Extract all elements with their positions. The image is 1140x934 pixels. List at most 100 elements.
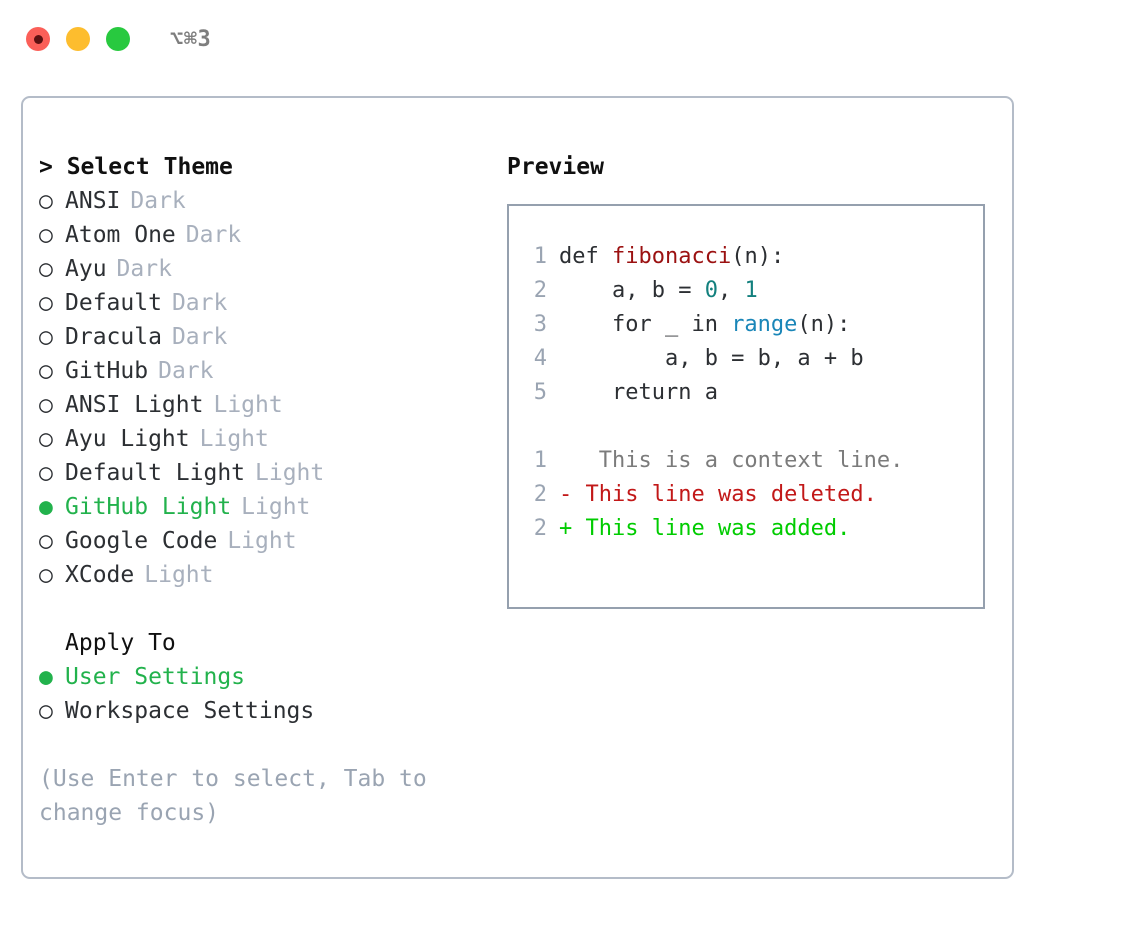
keyboard-hint-text: (Use Enter to select, Tab to change focu… <box>39 766 427 826</box>
theme-option-label: GitHub <box>65 358 149 384</box>
theme-variant-badge: Dark <box>158 358 214 384</box>
theme-option-github-light[interactable]: ● GitHub Light Light <box>39 490 503 524</box>
theme-variant-badge: Dark <box>116 256 172 282</box>
apply-to-list: ● User Settings ○ Workspace Settings <box>39 660 503 728</box>
diff-line-del: 2- This line was deleted. <box>509 478 983 512</box>
diff-sample: 1 This is a context line.2- This line wa… <box>509 444 983 546</box>
diff-line-ctx: 1 This is a context line. <box>509 444 983 478</box>
code-token-plain: def <box>559 244 612 269</box>
code-token-plain: , <box>717 278 745 303</box>
radio-unselected-icon: ○ <box>39 392 53 418</box>
preview-heading: Preview <box>507 154 604 180</box>
line-number: 1 <box>533 448 547 473</box>
theme-option-label: Default Light <box>65 460 246 486</box>
code-token-plain: return a <box>559 380 718 405</box>
theme-option-label: Atom One <box>65 222 176 248</box>
theme-option-label: Ayu <box>65 256 107 282</box>
line-number: 5 <box>533 380 547 405</box>
apply-to-option-user-settings[interactable]: ● User Settings <box>39 660 503 694</box>
close-button[interactable] <box>26 27 50 51</box>
radio-unselected-icon: ○ <box>39 460 53 486</box>
radio-unselected-icon: ○ <box>39 698 53 724</box>
radio-unselected-icon: ○ <box>39 290 53 316</box>
radio-selected-icon: ● <box>39 494 53 520</box>
spacer-after-apply-to <box>39 728 503 762</box>
code-token-num: 1 <box>744 278 758 303</box>
spacer-after-theme-list <box>39 592 503 626</box>
code-line: 1 def fibonacci(n): <box>509 240 983 274</box>
code-line-content: for _ in range(n): <box>559 308 850 342</box>
code-token-plain: a, b = <box>559 278 705 303</box>
theme-variant-badge: Light <box>144 562 214 588</box>
code-line-content: a, b = b, a + b <box>559 342 864 376</box>
theme-option-label: ANSI Light <box>65 392 204 418</box>
theme-variant-badge: Light <box>213 392 283 418</box>
code-line-content: return a <box>559 376 718 410</box>
code-line: 5 return a <box>509 376 983 410</box>
theme-option-label: Default <box>65 290 162 316</box>
apply-to-option-label: User Settings <box>65 664 246 690</box>
theme-option-google-code[interactable]: ○ Google Code Light <box>39 524 503 558</box>
window-titlebar: ⌥⌘3 <box>0 0 1140 78</box>
code-token-call: range <box>731 312 798 337</box>
theme-option-xcode[interactable]: ○ XCode Light <box>39 558 503 592</box>
code-diff-separator <box>509 410 983 444</box>
theme-variant-badge: Light <box>199 426 269 452</box>
diff-line-text: This line was added. <box>572 516 851 541</box>
radio-unselected-icon: ○ <box>39 188 53 214</box>
theme-option-default[interactable]: ○ Default Dark <box>39 286 503 320</box>
code-token-plain: (n): <box>731 244 785 269</box>
code-line-content: a, b = 0, 1 <box>559 274 758 308</box>
apply-to-option-label: Workspace Settings <box>65 698 315 724</box>
theme-option-label: Dracula <box>65 324 162 350</box>
theme-option-label: XCode <box>65 562 135 588</box>
theme-option-label: Google Code <box>65 528 218 554</box>
theme-option-dracula[interactable]: ○ Dracula Dark <box>39 320 503 354</box>
diff-line-text: This line was deleted. <box>572 482 877 507</box>
maximize-button[interactable] <box>106 27 130 51</box>
minimize-button[interactable] <box>66 27 90 51</box>
code-token-fn: fibonacci <box>611 244 732 269</box>
line-number: 2 <box>533 278 547 303</box>
theme-variant-badge: Light <box>241 494 311 520</box>
diff-sign: - <box>559 482 573 507</box>
radio-selected-icon: ● <box>39 664 53 690</box>
code-line: 2 a, b = 0, 1 <box>509 274 983 308</box>
line-number: 2 <box>533 482 547 507</box>
theme-option-ansi-light[interactable]: ○ ANSI Light Light <box>39 388 503 422</box>
line-number: 2 <box>533 516 547 541</box>
theme-option-github[interactable]: ○ GitHub Dark <box>39 354 503 388</box>
theme-variant-badge: Dark <box>171 324 228 350</box>
theme-variant-badge: Dark <box>185 222 242 248</box>
diff-sign: + <box>559 516 573 541</box>
code-line: 3 for _ in range(n): <box>509 308 983 342</box>
theme-option-atom-one[interactable]: ○ Atom One Dark <box>39 218 503 252</box>
line-number: 1 <box>533 244 547 269</box>
theme-option-label: GitHub Light <box>65 494 232 520</box>
radio-unselected-icon: ○ <box>39 528 53 554</box>
radio-unselected-icon: ○ <box>39 222 53 248</box>
radio-unselected-icon: ○ <box>39 562 53 588</box>
radio-unselected-icon: ○ <box>39 426 53 452</box>
select-theme-heading: > Select Theme <box>39 154 233 180</box>
code-token-num: 0 <box>704 278 718 303</box>
theme-variant-badge: Light <box>227 528 297 554</box>
apply-to-option-workspace-settings[interactable]: ○ Workspace Settings <box>39 694 503 728</box>
apply-to-heading: Apply To <box>65 630 176 656</box>
theme-variant-badge: Dark <box>171 290 228 316</box>
code-line: 4 a, b = b, a + b <box>509 342 983 376</box>
theme-option-label: Ayu Light <box>65 426 190 452</box>
radio-unselected-icon: ○ <box>39 324 53 350</box>
code-line-content: def fibonacci(n): <box>559 240 784 274</box>
radio-unselected-icon: ○ <box>39 358 53 384</box>
theme-option-ayu-light[interactable]: ○ Ayu Light Light <box>39 422 503 456</box>
theme-option-label: ANSI <box>65 188 121 214</box>
